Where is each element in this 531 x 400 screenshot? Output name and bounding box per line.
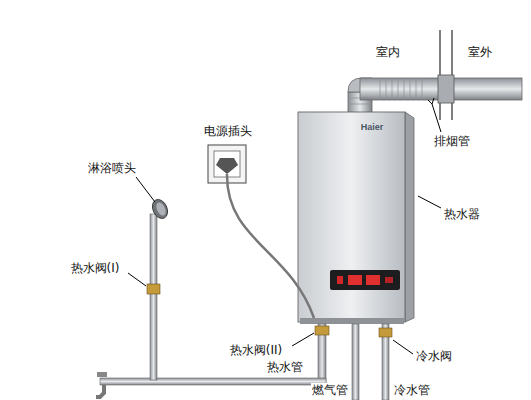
brand-logo: Haier (360, 122, 385, 132)
part-label: 热水器 (443, 207, 481, 221)
region-label: 室内 (375, 45, 401, 59)
part-label: 冷水阀 (415, 349, 453, 363)
part-label: 热水管 (266, 360, 304, 374)
pipes (96, 214, 392, 400)
part-label: 热水阀(II) (229, 343, 283, 357)
part-label: 排烟管 (433, 134, 471, 148)
part-label: 淋浴喷头 (87, 161, 137, 175)
part-label: 燃气管 (311, 383, 349, 397)
part-label: 热水阀(I) (70, 261, 121, 275)
water-heater (298, 112, 414, 324)
flue-pipe (348, 75, 522, 114)
power-socket (208, 145, 314, 318)
region-label: 室外 (467, 45, 493, 59)
shower-head (149, 197, 170, 221)
leader-lines (128, 98, 441, 354)
part-label: 电源插头 (203, 124, 253, 138)
part-label: 冷水管 (393, 383, 431, 397)
